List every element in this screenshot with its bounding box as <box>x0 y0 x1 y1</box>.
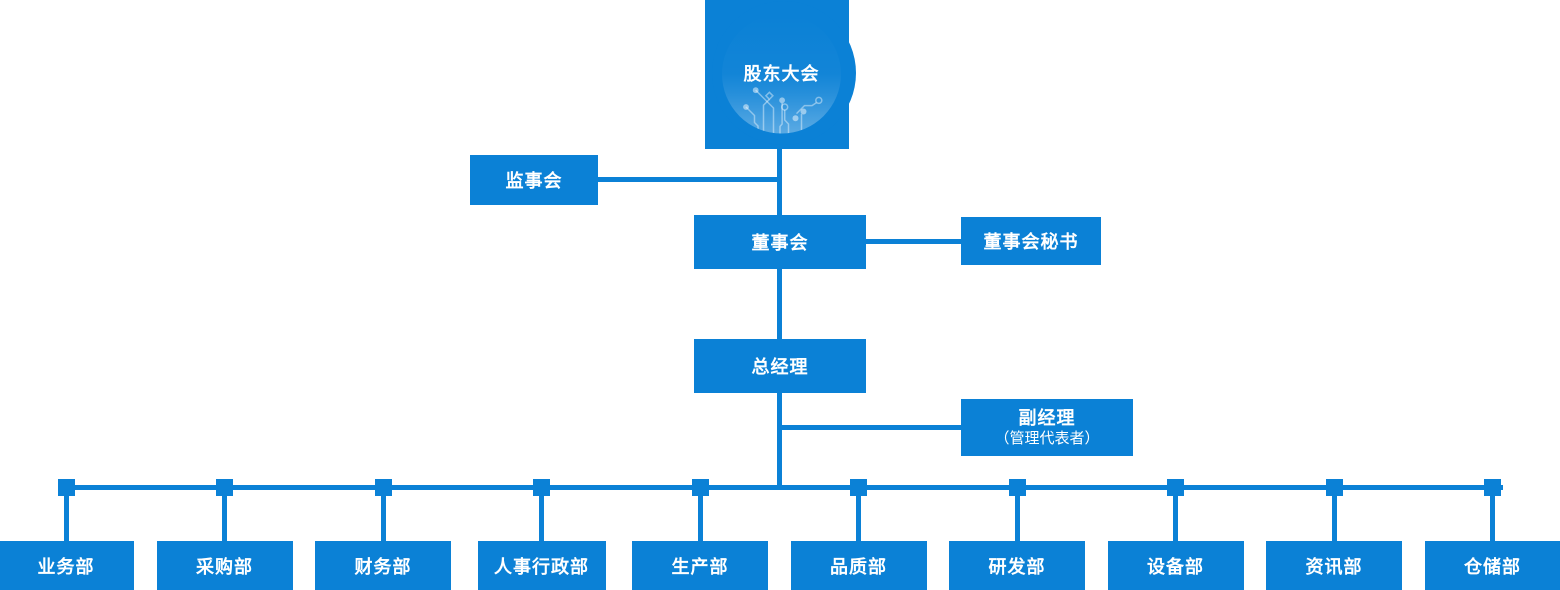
department-drop-line <box>697 487 703 541</box>
department-drop-line <box>1490 487 1495 541</box>
department-drop-line <box>1173 487 1178 541</box>
department-label: 品质部 <box>830 556 887 577</box>
node-general-manager: 总经理 <box>694 339 866 393</box>
node-department-5: 生产部 <box>632 541 768 590</box>
department-label: 人事行政部 <box>494 556 589 577</box>
node-department-3: 财务部 <box>315 541 451 590</box>
department-label: 设备部 <box>1147 556 1204 577</box>
connector-supervisory-board <box>598 177 779 182</box>
node-board-secretary: 董事会秘书 <box>961 217 1101 265</box>
connector-board-to-gm <box>776 269 782 339</box>
node-department-1: 业务部 <box>0 541 134 590</box>
node-department-6: 品质部 <box>790 541 927 590</box>
node-supervisory-board: 监事会 <box>470 155 598 205</box>
department-label: 业务部 <box>37 556 95 577</box>
department-rail <box>66 484 1503 490</box>
connector-deputy-manager <box>776 424 961 430</box>
department-label: 研发部 <box>988 556 1046 577</box>
node-department-10: 仓储部 <box>1424 541 1560 590</box>
department-drop-line <box>222 487 227 541</box>
general-manager-label: 总经理 <box>751 357 809 377</box>
department-drop-line <box>539 487 544 541</box>
connector-root-to-board <box>776 149 782 215</box>
department-label: 生产部 <box>671 556 729 577</box>
deputy-manager-sublabel: （管理代表者） <box>994 429 1100 447</box>
node-shareholders-meeting: 股东大会 <box>705 0 856 149</box>
board-secretary-label: 董事会秘书 <box>983 232 1079 252</box>
connector-gm-to-rail <box>776 393 782 490</box>
department-drop-line <box>1014 487 1020 541</box>
department-drop-line <box>856 487 861 541</box>
deputy-manager-label: 副经理 <box>1018 407 1076 428</box>
department-label: 资讯部 <box>1305 556 1363 577</box>
board-of-directors-label: 董事会 <box>751 233 809 253</box>
node-deputy-manager: 副经理 （管理代表者） <box>961 399 1133 456</box>
node-department-4: 人事行政部 <box>477 541 606 590</box>
node-shareholders-label: 股东大会 <box>743 64 820 84</box>
circuit-board-icon <box>712 1 856 145</box>
supervisory-board-label: 监事会 <box>505 171 563 191</box>
node-department-8: 设备部 <box>1107 541 1244 590</box>
department-drop-line <box>1331 487 1337 541</box>
department-label: 采购部 <box>196 556 253 577</box>
node-department-2: 采购部 <box>156 541 293 590</box>
node-department-9: 资讯部 <box>1266 541 1402 590</box>
department-drop-line <box>380 487 386 541</box>
node-board-of-directors: 董事会 <box>694 215 866 269</box>
node-department-7: 研发部 <box>949 541 1085 590</box>
department-label: 仓储部 <box>1464 556 1521 577</box>
department-drop-line <box>63 487 69 541</box>
department-label: 财务部 <box>354 556 412 577</box>
connector-board-secretary <box>866 238 961 244</box>
